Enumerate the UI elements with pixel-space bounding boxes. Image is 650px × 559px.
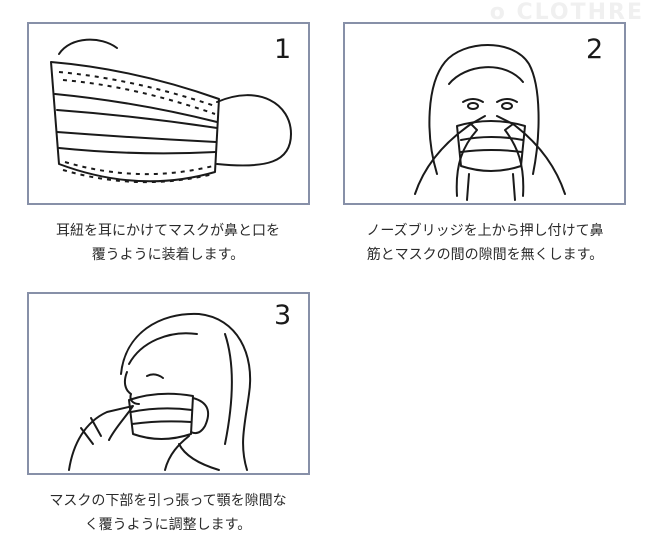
- nose-bridge-illustration: [345, 24, 624, 203]
- step-2-caption: ノーズブリッジを上から押し付けて鼻 筋とマスクの間の隙間を無くします。: [335, 219, 635, 267]
- caption-line: マスクの下部を引っ張って顎を隙間な: [18, 489, 318, 513]
- step-number: 3: [274, 300, 291, 331]
- caption-line: ノーズブリッジを上から押し付けて鼻: [335, 219, 635, 243]
- step-1-panel: 1: [27, 22, 310, 205]
- chin-adjust-illustration: [29, 294, 308, 473]
- step-3-caption: マスクの下部を引っ張って顎を隙間な く覆うように調整します。: [18, 489, 318, 537]
- caption-line: 覆うように装着します。: [18, 243, 318, 267]
- step-2-panel: 2: [343, 22, 626, 205]
- step-number: 1: [274, 34, 291, 65]
- step-1-caption: 耳紐を耳にかけてマスクが鼻と口を 覆うように装着します。: [18, 219, 318, 267]
- caption-line: く覆うように調整します。: [18, 513, 318, 537]
- mask-illustration: [29, 24, 308, 203]
- caption-line: 耳紐を耳にかけてマスクが鼻と口を: [18, 219, 318, 243]
- step-number: 2: [586, 34, 603, 65]
- step-3-panel: 3: [27, 292, 310, 475]
- caption-line: 筋とマスクの間の隙間を無くします。: [335, 243, 635, 267]
